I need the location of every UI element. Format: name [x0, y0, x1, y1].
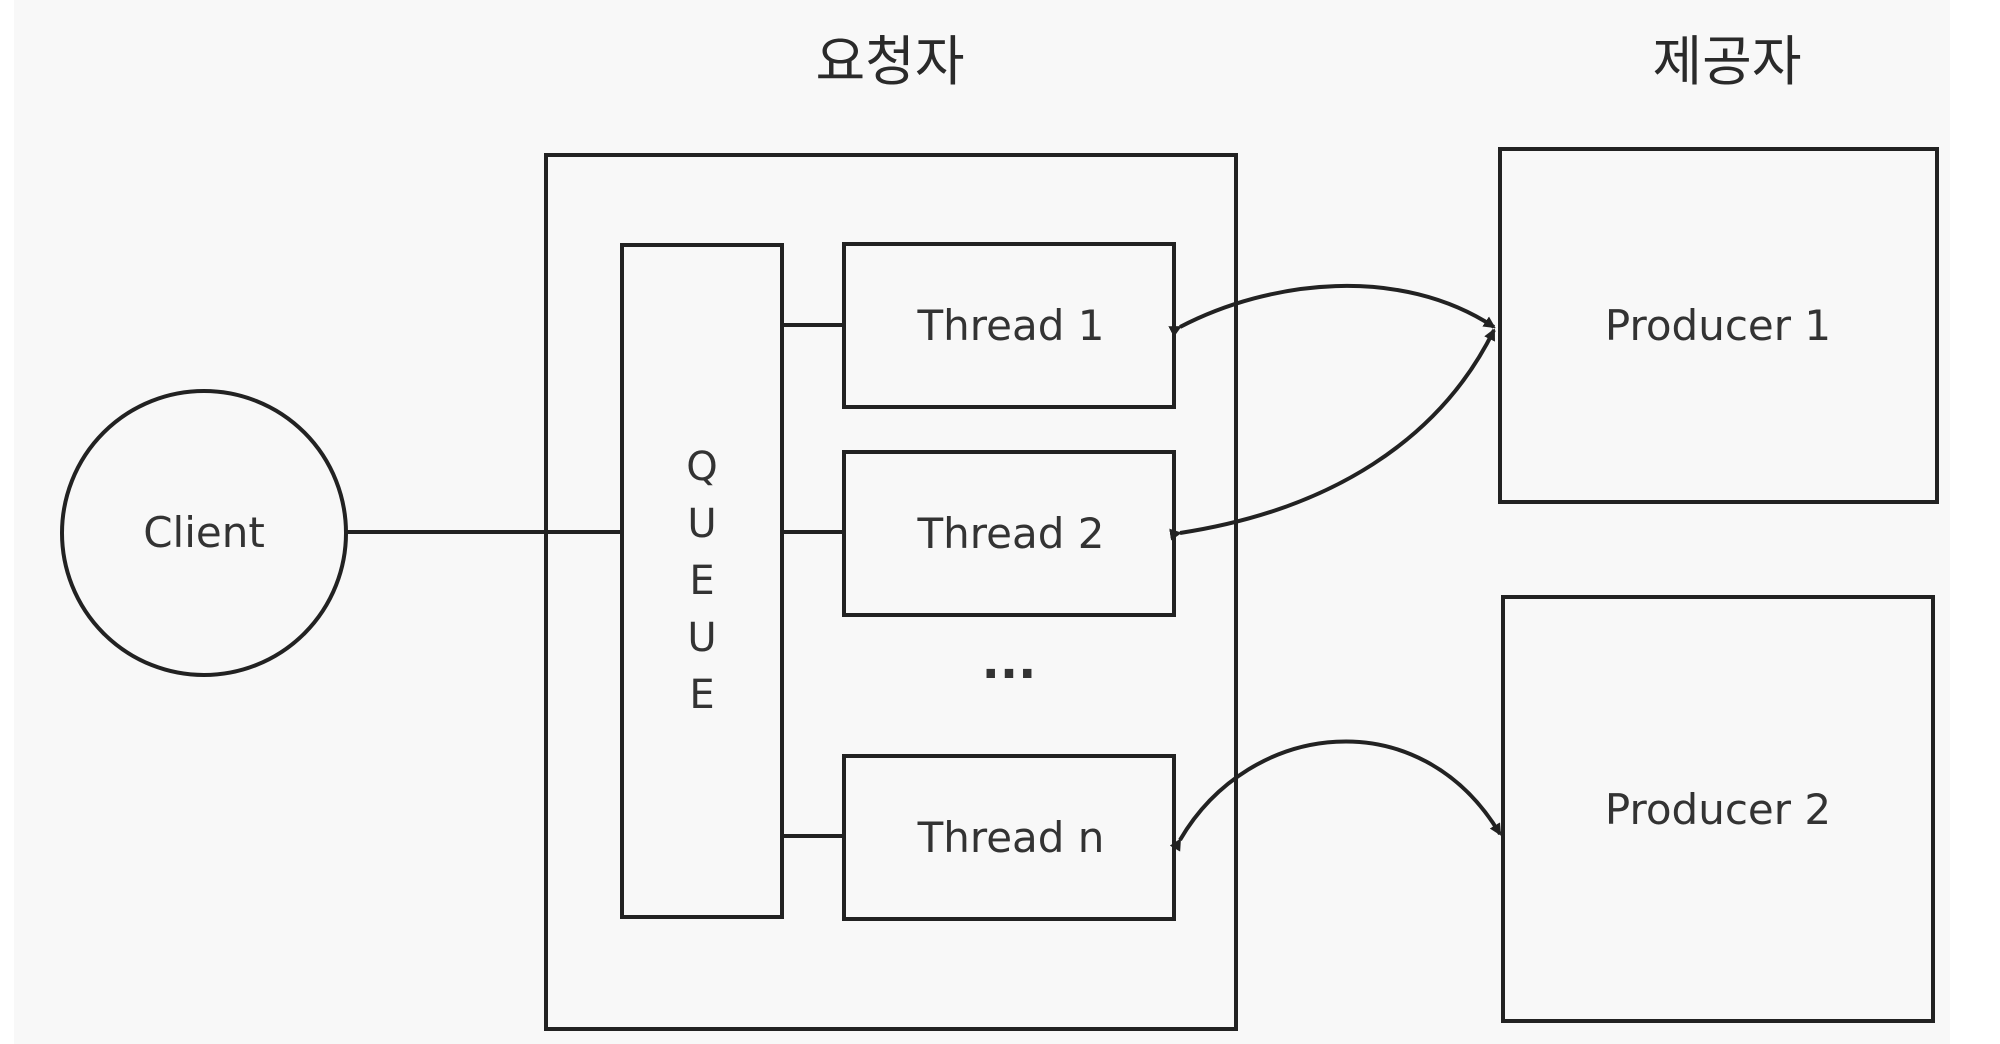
producer-node: Producer 1	[1498, 147, 1939, 504]
producer-label: Producer 1	[1605, 301, 1831, 350]
producer-label: Producer 2	[1605, 785, 1831, 834]
thread-node: Thread 2	[842, 450, 1176, 617]
requester-heading: 요청자	[815, 30, 964, 93]
queue-box	[620, 243, 784, 919]
client-node: Client	[60, 389, 348, 677]
threads-ellipsis: ···	[982, 646, 1037, 702]
queue-letter: E	[689, 558, 714, 604]
queue-letter: U	[687, 501, 716, 547]
queue-letter: U	[687, 615, 716, 661]
thread1-producer1-arrow	[1168, 283, 1496, 337]
thread-label: Thread 2	[917, 509, 1105, 558]
producer-box	[1498, 147, 1939, 504]
queue-letter: E	[689, 672, 714, 718]
queue-node: Q U E U E	[620, 243, 784, 919]
producer-box	[1501, 595, 1935, 1023]
provider-heading: 제공자	[1652, 30, 1801, 93]
threadn-producer2-arrow	[1169, 739, 1502, 852]
queue-letter: Q	[686, 444, 717, 490]
requester-container	[544, 153, 1238, 1031]
thread-label: Thread n	[917, 813, 1105, 862]
background-panel	[14, 0, 1950, 1044]
thread-label: Thread 1	[917, 301, 1105, 350]
client-label: Client	[143, 508, 265, 557]
thread2-producer1-arrow	[1169, 328, 1496, 541]
producer-node: Producer 2	[1501, 595, 1935, 1023]
